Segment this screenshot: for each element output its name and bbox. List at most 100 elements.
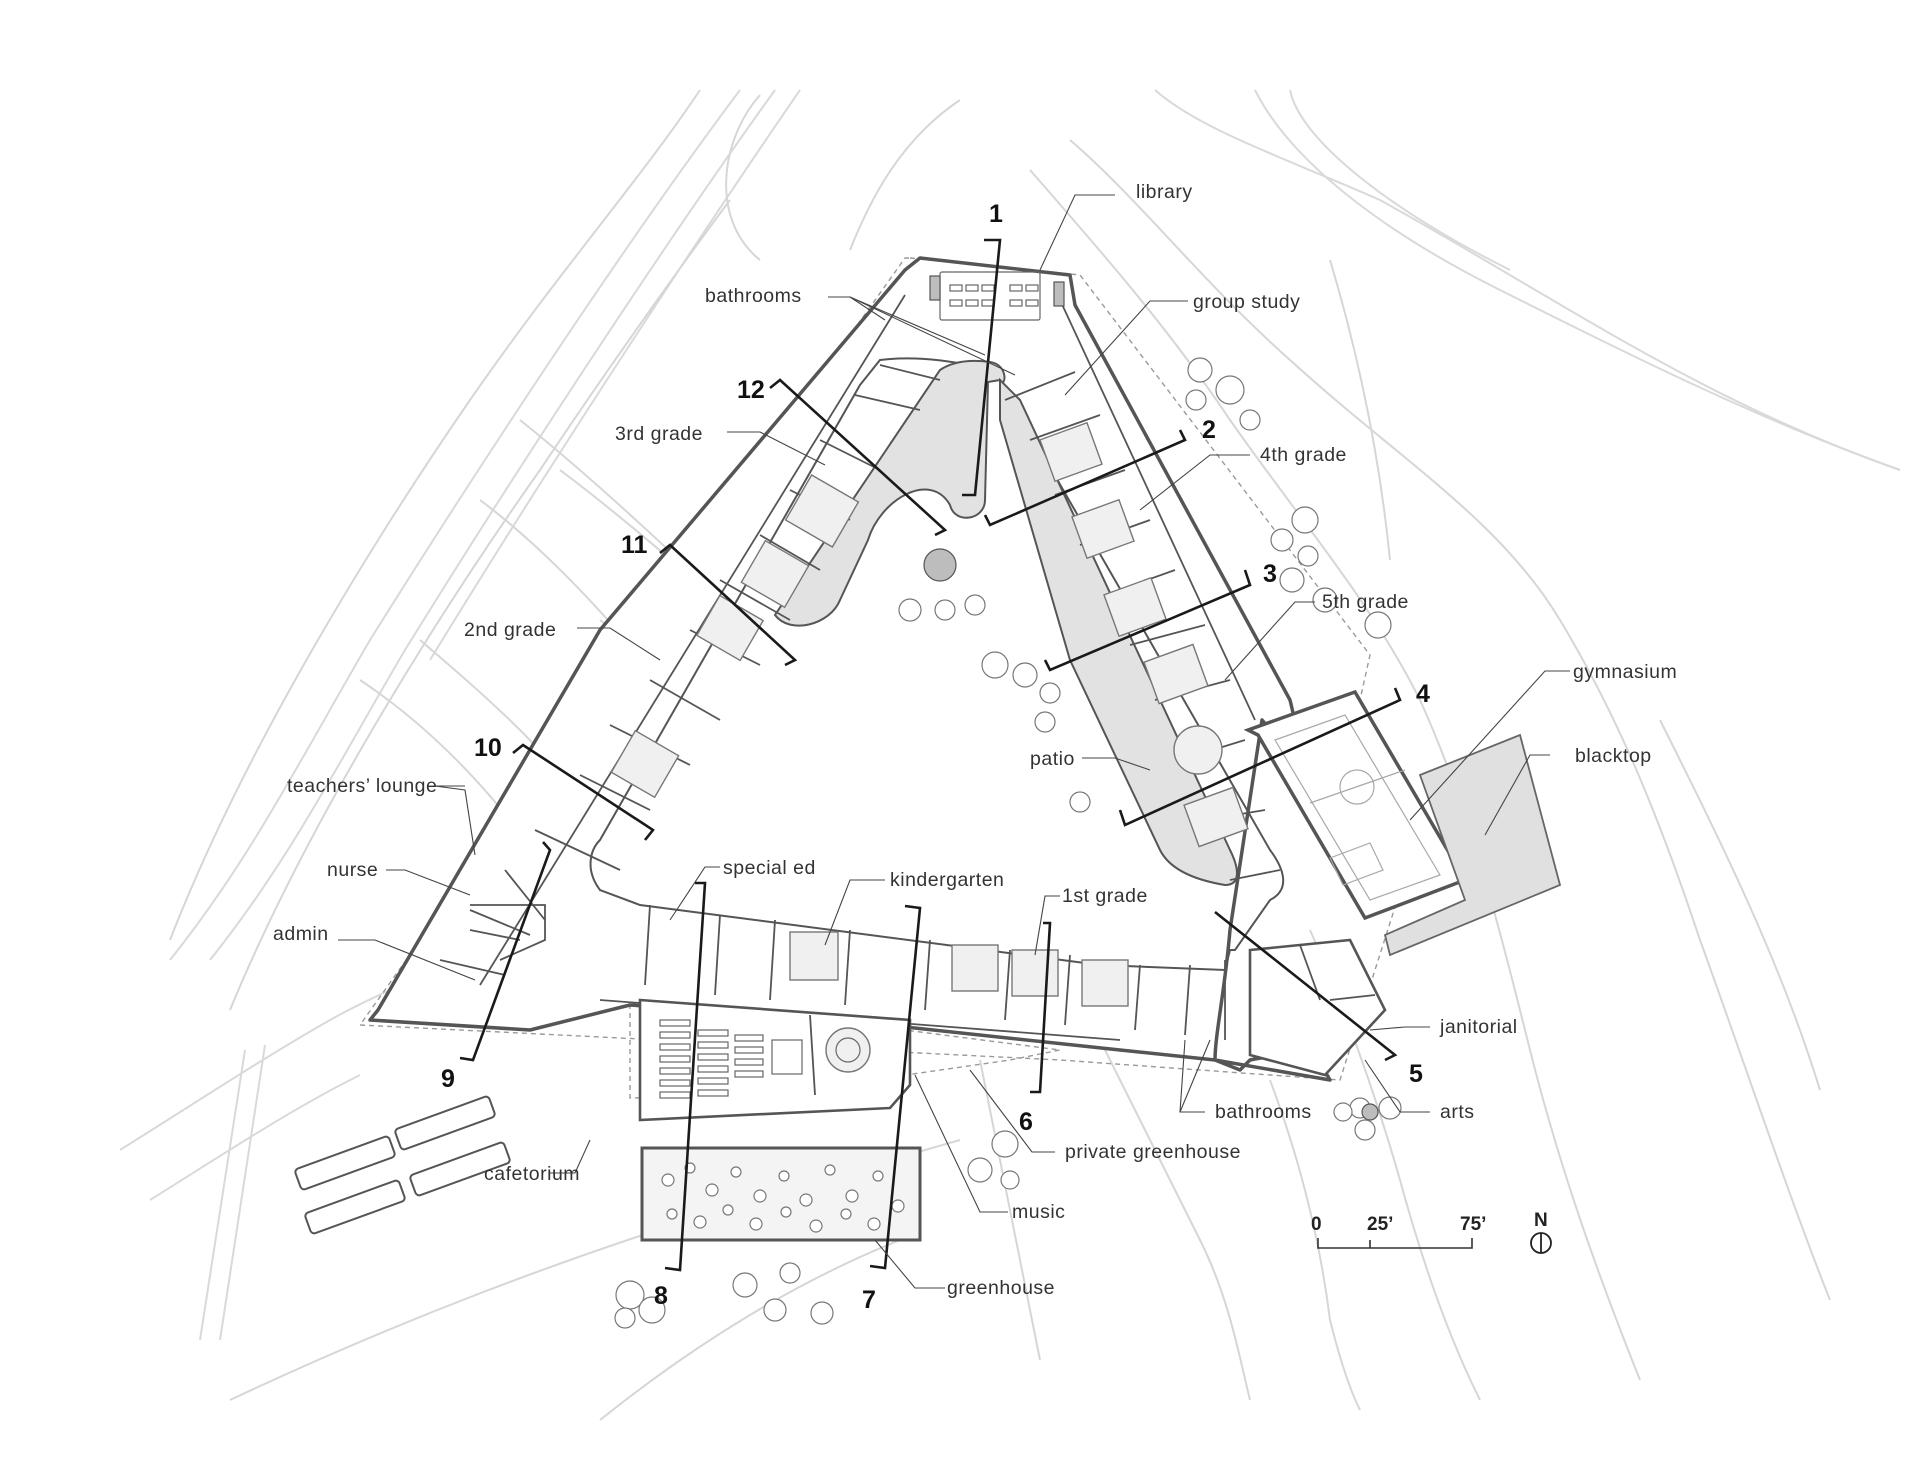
road-edge bbox=[209, 89, 776, 961]
north-arrow: N bbox=[1530, 1210, 1552, 1254]
blacktop-area bbox=[1383, 733, 1562, 957]
tree bbox=[967, 1157, 993, 1183]
road-edge bbox=[1254, 89, 1901, 471]
corridor-line bbox=[1059, 299, 1256, 721]
contour-line bbox=[359, 679, 511, 821]
gymnasium-label: gymnasium bbox=[1573, 661, 1677, 683]
patio-label: patio bbox=[1030, 748, 1075, 770]
tree bbox=[1012, 662, 1038, 688]
classroom-rugs bbox=[610, 421, 1249, 1007]
section-number: 2 bbox=[1202, 416, 1216, 444]
tree bbox=[732, 1272, 758, 1298]
tree bbox=[1039, 682, 1061, 704]
tree bbox=[779, 1262, 801, 1284]
scale-end: 75’ bbox=[1460, 1214, 1486, 1235]
corridor-line bbox=[479, 294, 906, 986]
tree bbox=[981, 651, 1009, 679]
tree bbox=[1291, 506, 1319, 534]
section-number: 8 bbox=[654, 1282, 668, 1310]
section-number: 4 bbox=[1416, 680, 1430, 708]
tree bbox=[1333, 1102, 1353, 1122]
contour-line bbox=[599, 1239, 901, 1421]
courtyard-inner-wall bbox=[589, 357, 1285, 972]
tree bbox=[1215, 375, 1245, 405]
bus bbox=[409, 1141, 511, 1197]
grade-1-label: 1st grade bbox=[1062, 885, 1148, 907]
grade-2-label: 2nd grade bbox=[464, 619, 556, 641]
nurse-label: nurse bbox=[327, 859, 378, 881]
tree bbox=[1270, 528, 1294, 552]
arts-janitorial-block bbox=[1248, 938, 1387, 1077]
bus bbox=[394, 1095, 496, 1151]
blacktop-label: blacktop bbox=[1575, 745, 1652, 767]
section-numbers: 1 2 3 4 5 6 7 8 9 10 11 12 bbox=[441, 200, 1430, 1314]
janitorial-label: janitorial bbox=[1439, 1016, 1518, 1038]
section-number: 9 bbox=[441, 1065, 455, 1093]
greenhouse-block bbox=[640, 1146, 922, 1242]
group-study-label: group study bbox=[1193, 291, 1300, 313]
tree bbox=[1312, 587, 1338, 613]
arts-label: arts bbox=[1440, 1101, 1475, 1123]
bathrooms-north-label: bathrooms bbox=[705, 285, 802, 307]
cafetorium-block bbox=[638, 998, 912, 1122]
tree bbox=[1279, 567, 1305, 593]
teachers-lounge-label: teachers’ lounge bbox=[287, 775, 437, 797]
section-number: 11 bbox=[621, 531, 648, 559]
tree bbox=[1187, 357, 1213, 383]
bus bbox=[304, 1179, 406, 1235]
road-edge bbox=[199, 1049, 246, 1341]
contour-line bbox=[1659, 719, 1821, 1091]
leader-lines bbox=[338, 194, 1570, 1289]
north-arrow-icon bbox=[1530, 1232, 1552, 1254]
cafetorium-walls bbox=[638, 998, 912, 1122]
tree bbox=[1364, 611, 1392, 639]
tree bbox=[1239, 409, 1261, 431]
cafetorium-label: cafetorium bbox=[484, 1163, 580, 1185]
buses bbox=[294, 1095, 511, 1235]
tree bbox=[1000, 1170, 1020, 1190]
trees bbox=[614, 357, 1402, 1329]
road-edge bbox=[169, 89, 741, 961]
scale-mid: 25’ bbox=[1367, 1214, 1393, 1235]
section-number: 6 bbox=[1019, 1108, 1033, 1136]
tree bbox=[763, 1298, 787, 1322]
tree bbox=[1361, 1103, 1379, 1121]
road-edge bbox=[1154, 89, 1901, 471]
contour-line bbox=[725, 94, 761, 261]
cafetorium-overhang-outline bbox=[629, 994, 1061, 1099]
grade-3-label: 3rd grade bbox=[615, 423, 703, 445]
section-number: 12 bbox=[737, 376, 765, 404]
tree bbox=[1069, 791, 1091, 813]
contour-line bbox=[1329, 259, 1391, 561]
admin-label: admin bbox=[273, 923, 329, 945]
north-label: N bbox=[1534, 1210, 1548, 1231]
gymnasium-walls bbox=[1243, 689, 1468, 921]
kindergarten-label: kindergarten bbox=[890, 869, 1004, 891]
tree bbox=[1297, 545, 1319, 567]
tree bbox=[964, 594, 986, 616]
tree bbox=[934, 599, 956, 621]
special-ed-label: special ed bbox=[723, 857, 816, 879]
gymnasium-block bbox=[1243, 689, 1468, 921]
room-labels: library bathrooms group study 3rd grade … bbox=[273, 181, 1677, 1299]
section-number: 1 bbox=[989, 200, 1003, 228]
section-number: 10 bbox=[474, 734, 502, 762]
bathrooms-south-label: bathrooms bbox=[1215, 1101, 1312, 1123]
contour-line bbox=[1029, 169, 1641, 1381]
library-label: library bbox=[1136, 181, 1193, 203]
contour-line bbox=[849, 99, 961, 251]
grade-5-label: 5th grade bbox=[1322, 591, 1409, 613]
round-rug bbox=[1173, 725, 1223, 775]
patio-area bbox=[773, 360, 1006, 627]
tree bbox=[810, 1301, 834, 1325]
library-block bbox=[929, 271, 1065, 321]
tree bbox=[1185, 389, 1207, 411]
tree bbox=[614, 1307, 636, 1329]
south-wing-partitions bbox=[644, 904, 1226, 1040]
contour-line bbox=[169, 89, 701, 941]
tree bbox=[1354, 1119, 1376, 1141]
music-label: music bbox=[1012, 1201, 1065, 1223]
contour-line bbox=[979, 1059, 1041, 1361]
contour-line bbox=[1079, 999, 1251, 1401]
